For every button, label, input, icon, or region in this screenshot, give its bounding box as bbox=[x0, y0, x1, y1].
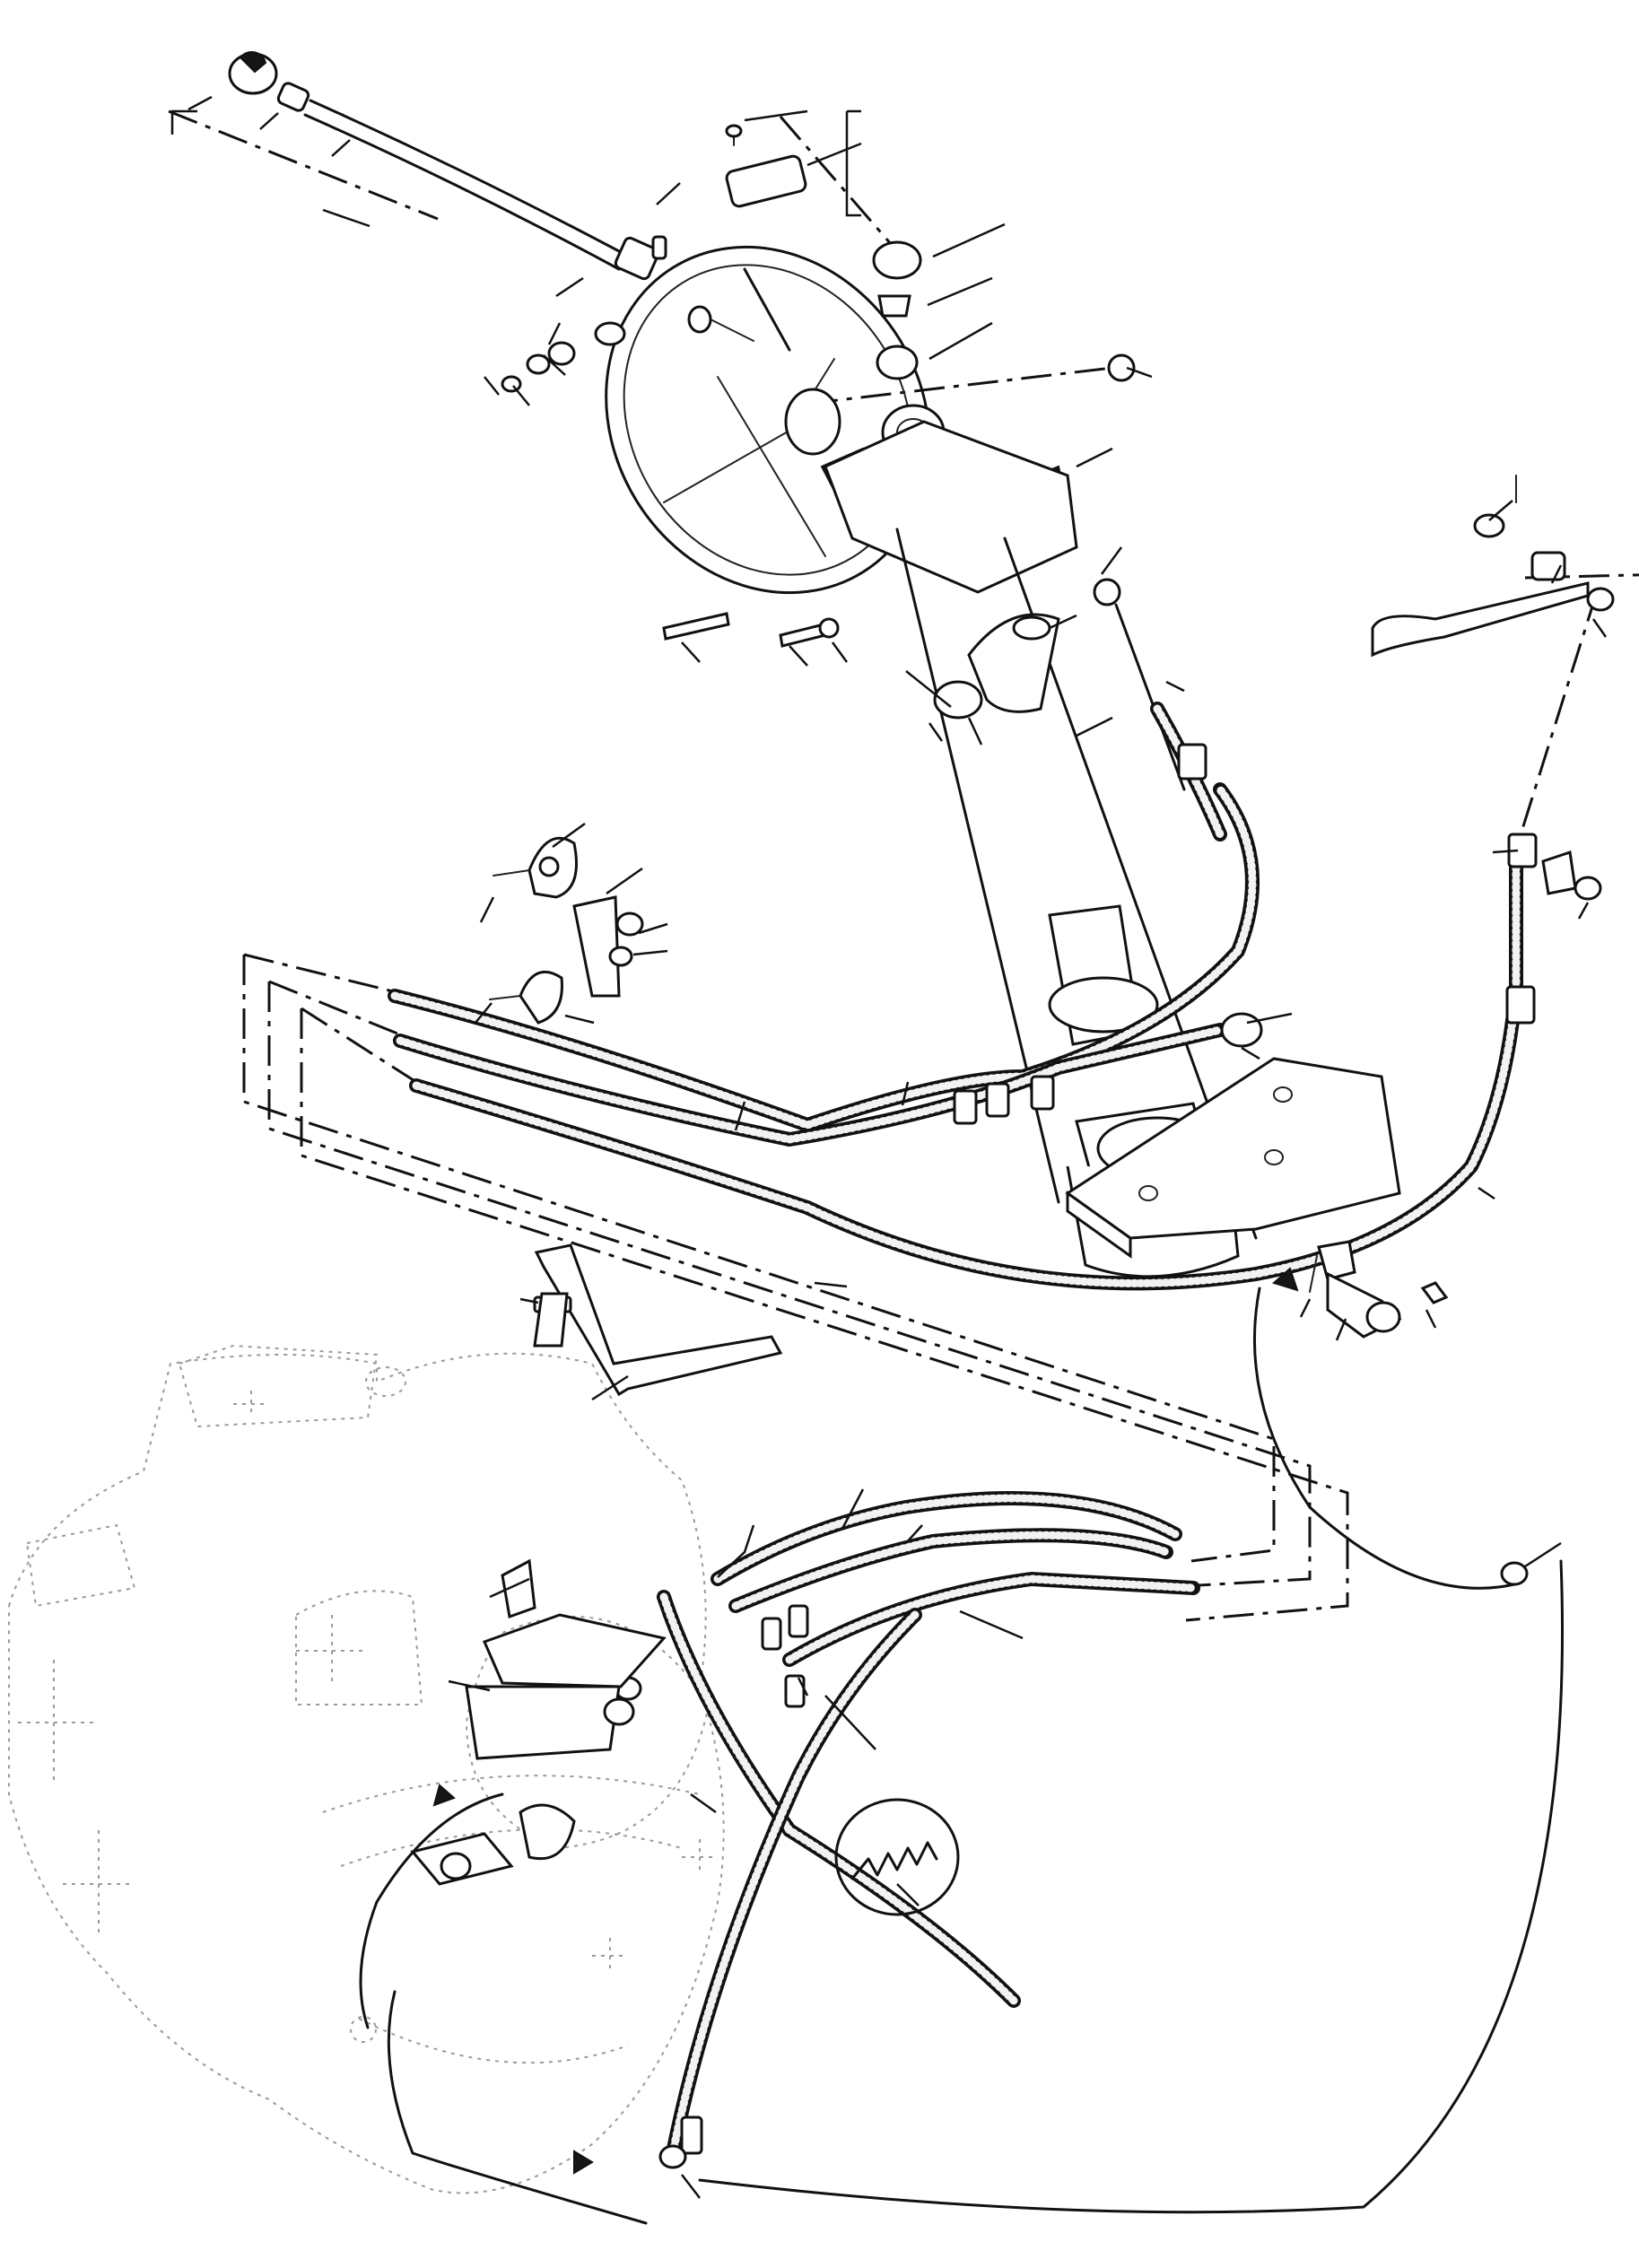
routing-arrows bbox=[359, 1267, 1565, 2225]
cable-clamps bbox=[489, 836, 644, 1025]
steering-wheel bbox=[605, 245, 1078, 595]
mounting-bracket bbox=[410, 1243, 783, 1886]
direction-lever bbox=[1371, 475, 1615, 901]
return-spring bbox=[834, 1798, 960, 1916]
shift-lever bbox=[228, 51, 1136, 393]
transmission-housing bbox=[8, 1344, 725, 2194]
callout-leaders bbox=[170, 95, 1608, 2199]
control-cables bbox=[388, 702, 1524, 2160]
column-hardware bbox=[662, 578, 1186, 791]
steering-column bbox=[895, 528, 1401, 1278]
cable-routing-guides bbox=[168, 109, 1639, 1622]
